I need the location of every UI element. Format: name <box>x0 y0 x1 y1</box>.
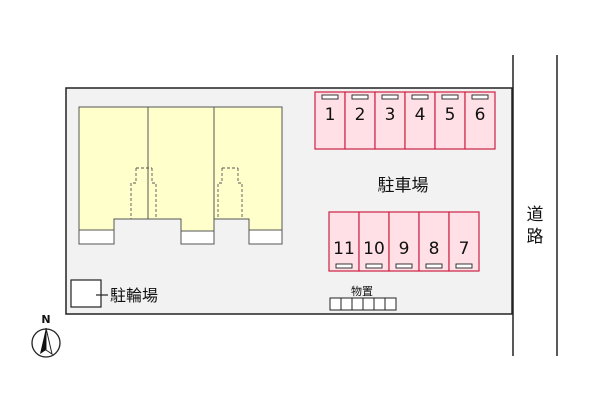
wheel-stop <box>395 263 413 269</box>
wheel-stop <box>381 94 399 100</box>
bicycle-parking-label: 駐輪場 <box>110 286 158 305</box>
storage-cell <box>362 297 375 311</box>
parking-space: 8 <box>418 211 450 272</box>
porch-1 <box>78 229 115 245</box>
wheel-stop <box>365 263 383 269</box>
parking-space: 3 <box>374 91 406 150</box>
parking-label: 駐車場 <box>378 176 429 196</box>
building-unit-1 <box>78 106 149 231</box>
building-block <box>78 106 283 245</box>
parking-space-number: 10 <box>363 239 385 259</box>
parking-space: 5 <box>434 91 466 150</box>
parking-space-number: 3 <box>385 105 396 125</box>
parking-space: 10 <box>358 211 390 272</box>
parking-space-number: 8 <box>429 239 440 259</box>
parking-space-number: 1 <box>325 105 336 125</box>
parking-space-number: 6 <box>475 105 486 125</box>
parking-space-number: 5 <box>445 105 456 125</box>
parking-space: 6 <box>464 91 496 150</box>
entrance-outline-1 <box>130 167 157 219</box>
porch-3 <box>248 229 283 245</box>
parking-space-number: 2 <box>355 105 366 125</box>
wheel-stop <box>411 94 429 100</box>
parking-space-number: 11 <box>333 239 355 259</box>
storage-cell <box>340 297 353 311</box>
porch-2 <box>180 230 215 245</box>
storage-label: 物置 <box>351 284 373 298</box>
parking-space: 9 <box>388 211 420 272</box>
wheel-stop <box>455 263 473 269</box>
storage-cell <box>384 297 397 311</box>
parking-space-number: 9 <box>399 239 410 259</box>
parking-space-number: 7 <box>459 239 470 259</box>
storage-cell <box>329 297 342 311</box>
bicycle-parking-box <box>70 279 102 308</box>
wheel-stop <box>471 94 489 100</box>
road-label-char-1: 道 <box>527 205 544 225</box>
wheel-stop <box>321 94 339 100</box>
north-label: N <box>41 313 50 326</box>
wheel-stop <box>335 263 353 269</box>
parking-space-number: 4 <box>415 105 426 125</box>
parking-space: 7 <box>448 211 480 272</box>
building-unit-2 <box>147 106 215 232</box>
parking-space: 1 <box>314 91 346 150</box>
parking-space: 11 <box>328 211 360 272</box>
wheel-stop <box>441 94 459 100</box>
storage-cell <box>351 297 364 311</box>
parking-space: 4 <box>404 91 436 150</box>
parking-space: 2 <box>344 91 376 150</box>
storage-cell <box>373 297 386 311</box>
entrance-outline-2 <box>217 167 243 219</box>
wheel-stop <box>351 94 369 100</box>
building-unit-3 <box>213 106 283 231</box>
storage-shed <box>329 297 397 311</box>
north-arrow-icon <box>31 327 61 358</box>
road-label-char-2: 路 <box>527 227 544 247</box>
wheel-stop <box>425 263 443 269</box>
